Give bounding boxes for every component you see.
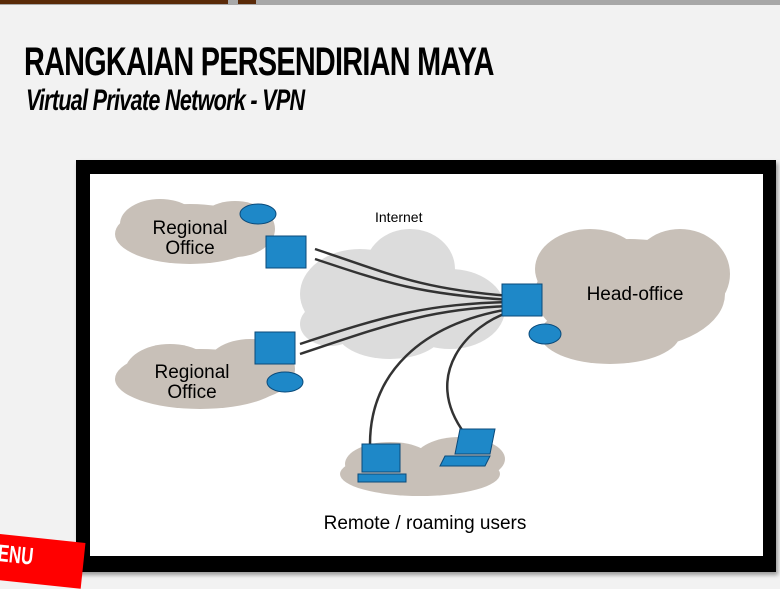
desktop-computer-icon bbox=[357, 443, 407, 483]
head-office-label: Head-office bbox=[587, 284, 684, 305]
vpn-links bbox=[299, 247, 511, 445]
laptop-icon bbox=[439, 428, 496, 467]
top-bar bbox=[0, 0, 780, 5]
vpn-diagram: Internet Regional Office Regional Office… bbox=[115, 199, 730, 534]
internet-cloud bbox=[300, 229, 505, 359]
regional-office-top-label-1: Regional bbox=[153, 218, 228, 239]
menu-button[interactable]: ENU bbox=[0, 533, 86, 589]
slide-title: RANGKAIAN PERSENDIRIAN MAYA bbox=[24, 40, 494, 84]
regional-office-bottom-label-2: Office bbox=[167, 382, 216, 403]
menu-label: ENU bbox=[0, 540, 35, 571]
internet-label: Internet bbox=[375, 209, 423, 225]
regional-office-top-label-2: Office bbox=[165, 238, 214, 259]
regional-office-bottom-label-1: Regional bbox=[155, 362, 230, 383]
head-office-cloud bbox=[535, 229, 730, 364]
regional-office-top-cloud bbox=[115, 199, 275, 264]
slide-subtitle: Virtual Private Network - VPN bbox=[26, 84, 305, 117]
diagram-frame: Internet Regional Office Regional Office… bbox=[76, 160, 776, 572]
router-icon bbox=[239, 203, 562, 393]
firewall-icon bbox=[254, 235, 543, 365]
remote-users-label: Remote / roaming users bbox=[324, 513, 527, 534]
